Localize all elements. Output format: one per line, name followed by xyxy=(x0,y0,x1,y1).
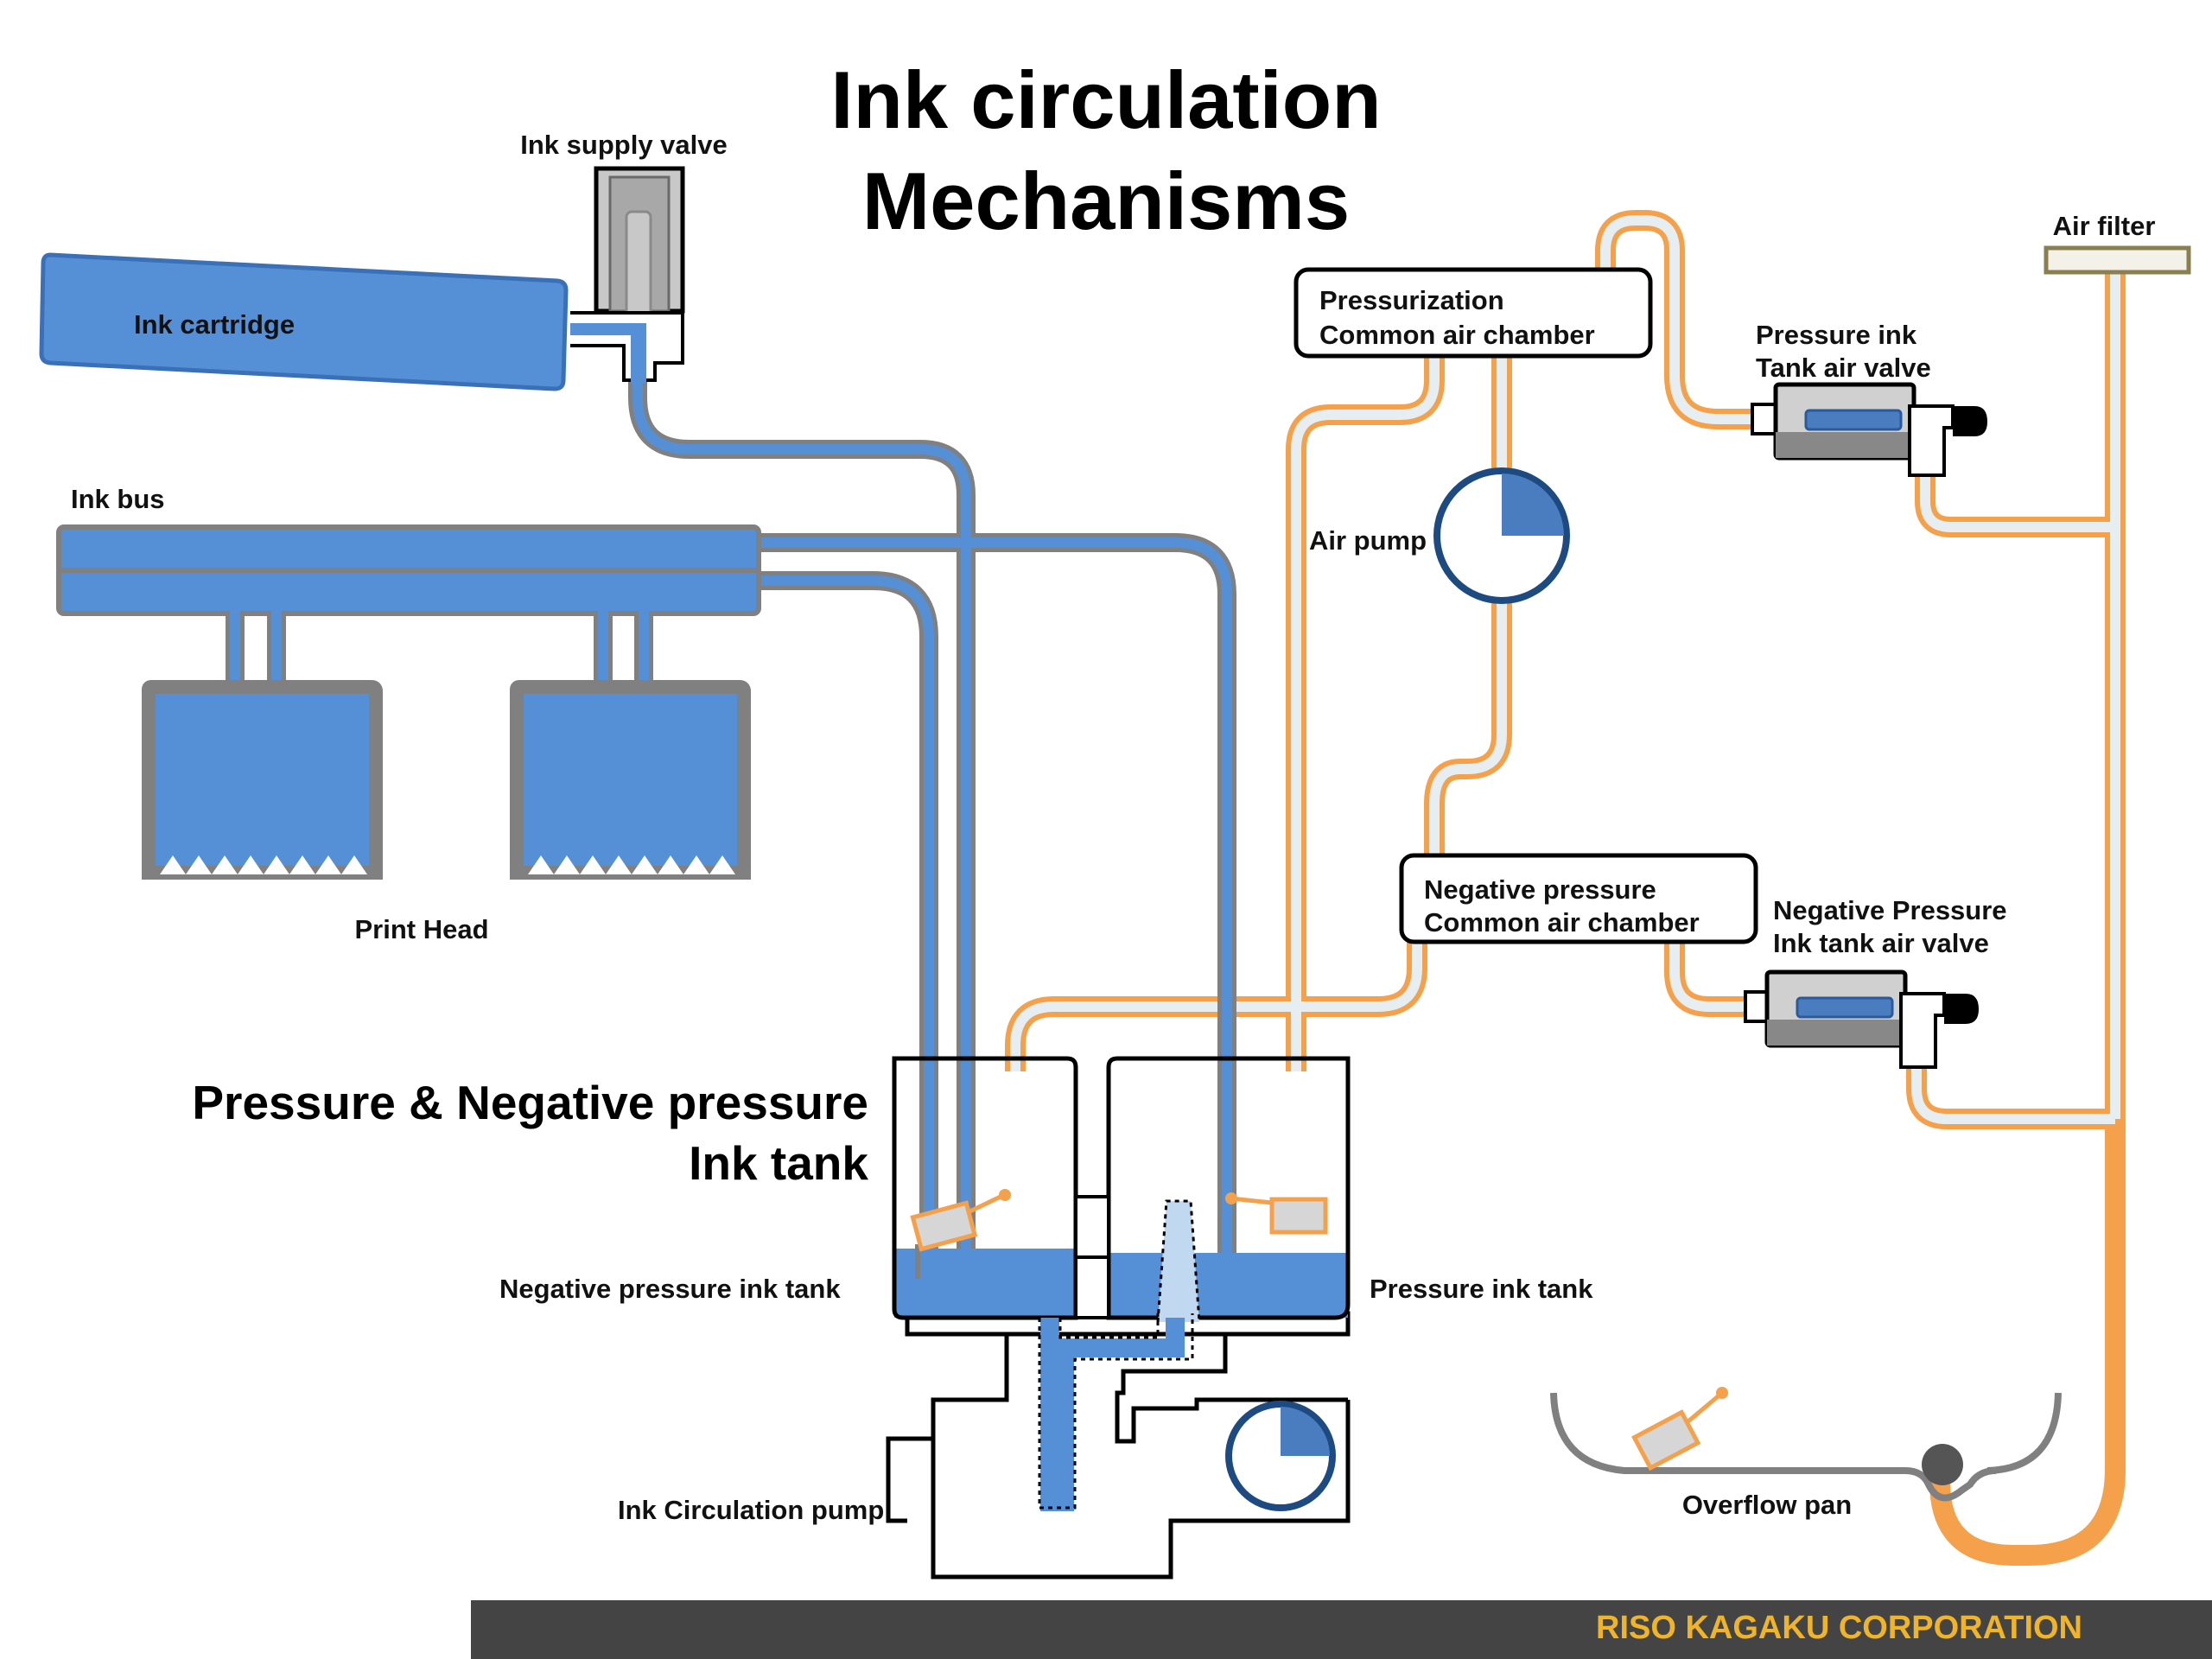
pressure-tank-air-valve: Pressure ink Tank air valve xyxy=(1751,320,1987,477)
air-filter: Air filter xyxy=(2044,211,2191,275)
pressure-ink-tank-label: Pressure ink tank xyxy=(1370,1274,1593,1304)
overflow-pan: Overflow pan xyxy=(1550,1387,2062,1520)
tank-title-line-1: Pressure & Negative pressure xyxy=(192,1076,868,1129)
ink-circulation-pump: Ink Circulation pump xyxy=(618,1313,1351,1580)
pressurization-common-air-chamber: Pressurization Common air chamber xyxy=(1294,267,1653,359)
pressure-valve-label-1: Pressure ink xyxy=(1756,320,1917,350)
negative-chamber-label-1: Negative pressure xyxy=(1424,874,1656,905)
negative-tank-air-valve: Negative Pressure Ink tank air valve xyxy=(1744,895,2007,1069)
air-pump: Air pump xyxy=(1309,467,1570,604)
air-pump-label: Air pump xyxy=(1309,525,1427,556)
ink-cartridge-label: Ink cartridge xyxy=(134,309,295,340)
negative-valve-label-2: Ink tank air valve xyxy=(1773,928,1989,958)
pressure-ink-tank xyxy=(1106,1056,1351,1323)
print-head-right xyxy=(510,680,751,880)
ink-supply-valve-label: Ink supply valve xyxy=(520,130,728,160)
ink-bus-label: Ink bus xyxy=(71,484,165,514)
negative-chamber-label-2: Common air chamber xyxy=(1424,907,1700,938)
pressurization-chamber-label-2: Common air chamber xyxy=(1319,320,1595,350)
footer-bar: RISO KAGAKU CORPORATION xyxy=(471,1600,2212,1659)
ink-pipes xyxy=(628,372,1236,1279)
ink-tank-assembly xyxy=(892,1056,1351,1337)
negative-pressure-common-air-chamber: Negative pressure Common air chamber xyxy=(1399,853,1758,944)
negative-pressure-ink-tank-label: Negative pressure ink tank xyxy=(499,1274,841,1304)
title-line-1: Ink circulation xyxy=(830,54,1381,145)
company-name: RISO KAGAKU CORPORATION xyxy=(1596,1610,2082,1646)
air-pipes xyxy=(1005,210,2126,1566)
print-head-label: Print Head xyxy=(354,914,488,944)
title-line-2: Mechanisms xyxy=(862,156,1350,246)
negative-valve-label-1: Negative Pressure xyxy=(1773,895,2007,925)
ink-circulation-pump-label: Ink Circulation pump xyxy=(618,1495,884,1525)
ink-supply-valve: Ink supply valve xyxy=(520,130,728,384)
overflow-pan-label: Overflow pan xyxy=(1682,1490,1852,1520)
tank-title-line-2: Ink tank xyxy=(689,1136,868,1190)
pressure-valve-label-2: Tank air valve xyxy=(1756,353,1931,383)
print-head-left xyxy=(142,680,383,880)
ink-bus: Ink bus xyxy=(56,484,761,616)
ink-cartridge: Ink cartridge xyxy=(39,252,569,391)
air-filter-label: Air filter xyxy=(2053,211,2156,241)
pressurization-chamber-label-1: Pressurization xyxy=(1319,285,1504,315)
